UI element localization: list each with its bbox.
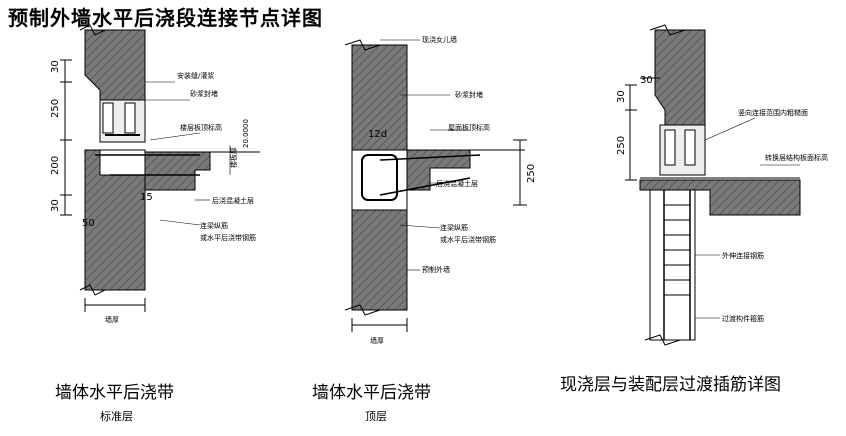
label-beam-rebar-top: 连梁纵筋 (440, 223, 468, 232)
page-title: 预制外墙水平后浇段连接节点详图 (8, 6, 323, 30)
label-mortar-seal: 砂浆封堵 (190, 89, 218, 98)
label-transfer-slab-elevation: 转换层结构板面标高 (765, 153, 828, 162)
label-horizontal-band-rebar: 或水平后浇带钢筋 (200, 233, 256, 242)
label-slab-top-elevation: 楼层板顶标高 (180, 123, 222, 132)
label-wall-thickness: 墙厚 (105, 315, 119, 324)
label-slab-thickness-value: 20.0000 (242, 119, 250, 148)
caption-standard: 墙体水平后浇带 (55, 383, 174, 403)
dim-50: 50 (82, 218, 95, 229)
dim-30-a: 30 (640, 75, 653, 86)
diagram-transition: 竖向连接范围内粗糙面 转换层结构板面标高 外伸连接钢筋 过渡构件箍筋 30 30… (616, 24, 828, 346)
label-slab-thickness: 楼板厚 (229, 147, 238, 168)
diagram-top-floor: 现浇女儿墙 砂浆封堵 屋面板顶标高 后浇混凝土层 连梁纵筋 或水平后浇带钢筋 预… (344, 35, 537, 345)
label-wall-thickness-top: 墙厚 (370, 336, 384, 345)
dim-250-top: 250 (526, 164, 537, 183)
dim-15: 15 (140, 192, 153, 203)
dim-250-transition: 250 (616, 136, 627, 155)
label-precast-wall: 预制外墙 (422, 265, 450, 274)
label-mortar-seal-top: 砂浆封堵 (455, 90, 483, 99)
label-rough-surface: 竖向连接范围内粗糙面 (738, 108, 808, 117)
label-transition-stirrups: 过渡构件箍筋 (722, 314, 764, 323)
label-extended-rebar: 外伸连接钢筋 (722, 251, 764, 260)
dim-200: 200 (50, 156, 61, 175)
label-install-joint: 安装缝/灌浆 (177, 71, 214, 80)
dim-30-b: 30 (616, 90, 627, 103)
label-horizontal-band-rebar-top: 或水平后浇带钢筋 (440, 235, 496, 244)
label-parapet: 现浇女儿墙 (422, 35, 457, 44)
label-post-cast-concrete: 后浇混凝土层 (212, 196, 254, 205)
label-post-cast-concrete-top: 后浇混凝土层 (436, 179, 478, 188)
caption-transition: 现浇层与装配层过渡插筋详图 (560, 375, 781, 395)
subcaption-top: 顶层 (365, 410, 387, 423)
subcaption-standard: 标准层 (100, 410, 133, 423)
diagram-standard-floor: 安装缝/灌浆 砂浆封堵 楼层板顶标高 后浇混凝土层 连梁纵筋 或水平后浇带钢筋 … (50, 24, 260, 324)
dim-30-bottom: 30 (50, 199, 61, 212)
dim-30-top: 30 (50, 60, 61, 73)
caption-top: 墙体水平后浇带 (312, 383, 431, 403)
label-beam-rebar: 连梁纵筋 (200, 221, 228, 230)
dim-12d: 12d (368, 129, 387, 140)
dim-250: 250 (50, 99, 61, 118)
label-roof-elevation: 屋面板顶标高 (448, 123, 490, 132)
